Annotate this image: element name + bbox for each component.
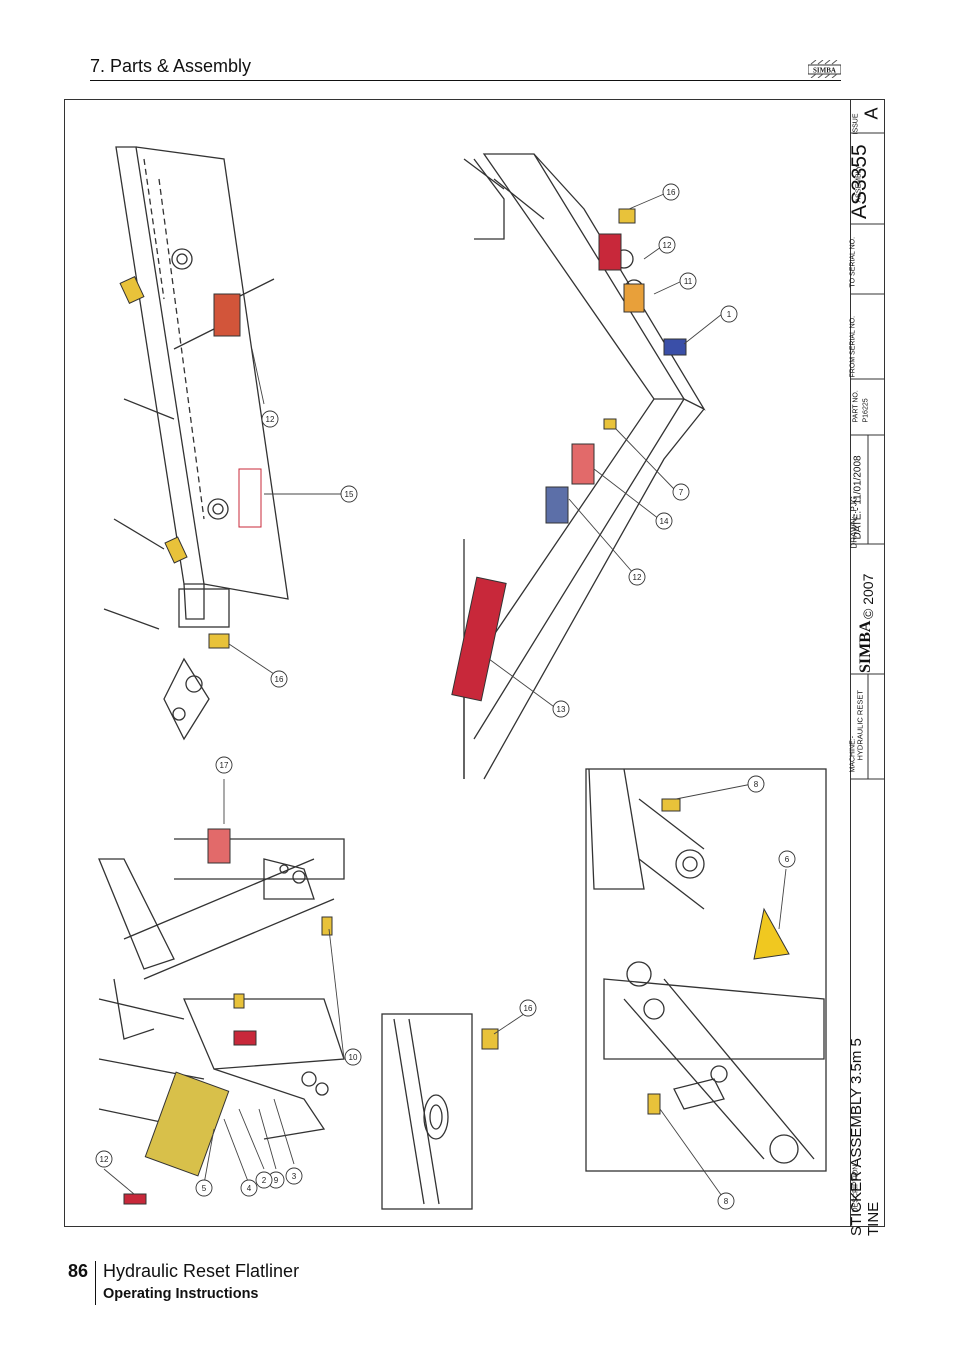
assembly-value: AS3355 bbox=[848, 144, 871, 219]
callout-number: 8 bbox=[754, 780, 759, 789]
callout-number: 14 bbox=[660, 517, 669, 526]
header-rule bbox=[90, 80, 841, 81]
manual-subtitle: Operating Instructions bbox=[103, 1286, 259, 1302]
callout-number: 11 bbox=[684, 277, 693, 286]
svg-text:SIMBA: SIMBA bbox=[813, 67, 836, 75]
callout-number: 9 bbox=[274, 1176, 279, 1185]
date-label: DATE:- 11/01/2008 bbox=[852, 455, 864, 540]
callout-number: 17 bbox=[220, 761, 229, 770]
issue-value: A bbox=[861, 107, 882, 120]
brand-text: SIMBA bbox=[857, 620, 874, 673]
to-serial-label: TO SERIAL NO. bbox=[849, 236, 857, 288]
page-number: 86 bbox=[68, 1261, 89, 1281]
callout-number: 10 bbox=[349, 1053, 358, 1062]
callout-number: 12 bbox=[633, 573, 642, 582]
callout-number: 6 bbox=[785, 855, 790, 864]
footer-rule bbox=[95, 1261, 96, 1305]
issue-label: ISSUE bbox=[852, 113, 860, 135]
view-top-left bbox=[103, 146, 289, 741]
callout-number: 3 bbox=[292, 1172, 297, 1181]
manual-title: Hydraulic Reset Flatliner bbox=[103, 1261, 300, 1281]
decals bbox=[119, 208, 790, 1205]
description-value: STICKER ASSEMBLY 3.5m 5 TINE bbox=[848, 1038, 882, 1236]
view-cylinder bbox=[585, 768, 827, 1172]
callout-number: 1 bbox=[727, 310, 732, 319]
leader-lines bbox=[103, 193, 787, 1200]
title-block bbox=[850, 99, 885, 1227]
copyright-text: © 2007 bbox=[860, 573, 876, 619]
callout-number: 16 bbox=[275, 675, 284, 684]
callout-number: 8 bbox=[724, 1197, 729, 1206]
callout-number: 12 bbox=[663, 241, 672, 250]
part-no-label: PART NO. bbox=[852, 390, 860, 423]
view-inset-lug bbox=[381, 1013, 473, 1210]
part-no-value: P16225 bbox=[862, 398, 870, 423]
callout-number: 5 bbox=[202, 1184, 207, 1193]
simba-logo-icon: SIMBA bbox=[808, 60, 841, 78]
machine-value: HYDRAULIC RESET bbox=[855, 690, 865, 761]
callout-number: 13 bbox=[557, 705, 566, 714]
callout-number: 7 bbox=[679, 488, 684, 497]
callout-number: 12 bbox=[100, 1155, 109, 1164]
title-block-text: ISSUE A ASSEMBLY AS3355 TO SERIAL NO. FR… bbox=[848, 99, 885, 1236]
callout-number: 16 bbox=[667, 188, 676, 197]
callout-number: 16 bbox=[524, 1004, 533, 1013]
section-title: 7. Parts & Assembly bbox=[90, 56, 252, 76]
callout-number: 2 bbox=[262, 1176, 267, 1185]
callout-number: 12 bbox=[266, 415, 275, 424]
from-serial-label: FROM SERIAL NO. bbox=[849, 315, 857, 378]
callout-number: 15 bbox=[345, 490, 354, 499]
callout-number: 4 bbox=[247, 1184, 252, 1193]
view-bottom-left bbox=[98, 838, 345, 1140]
